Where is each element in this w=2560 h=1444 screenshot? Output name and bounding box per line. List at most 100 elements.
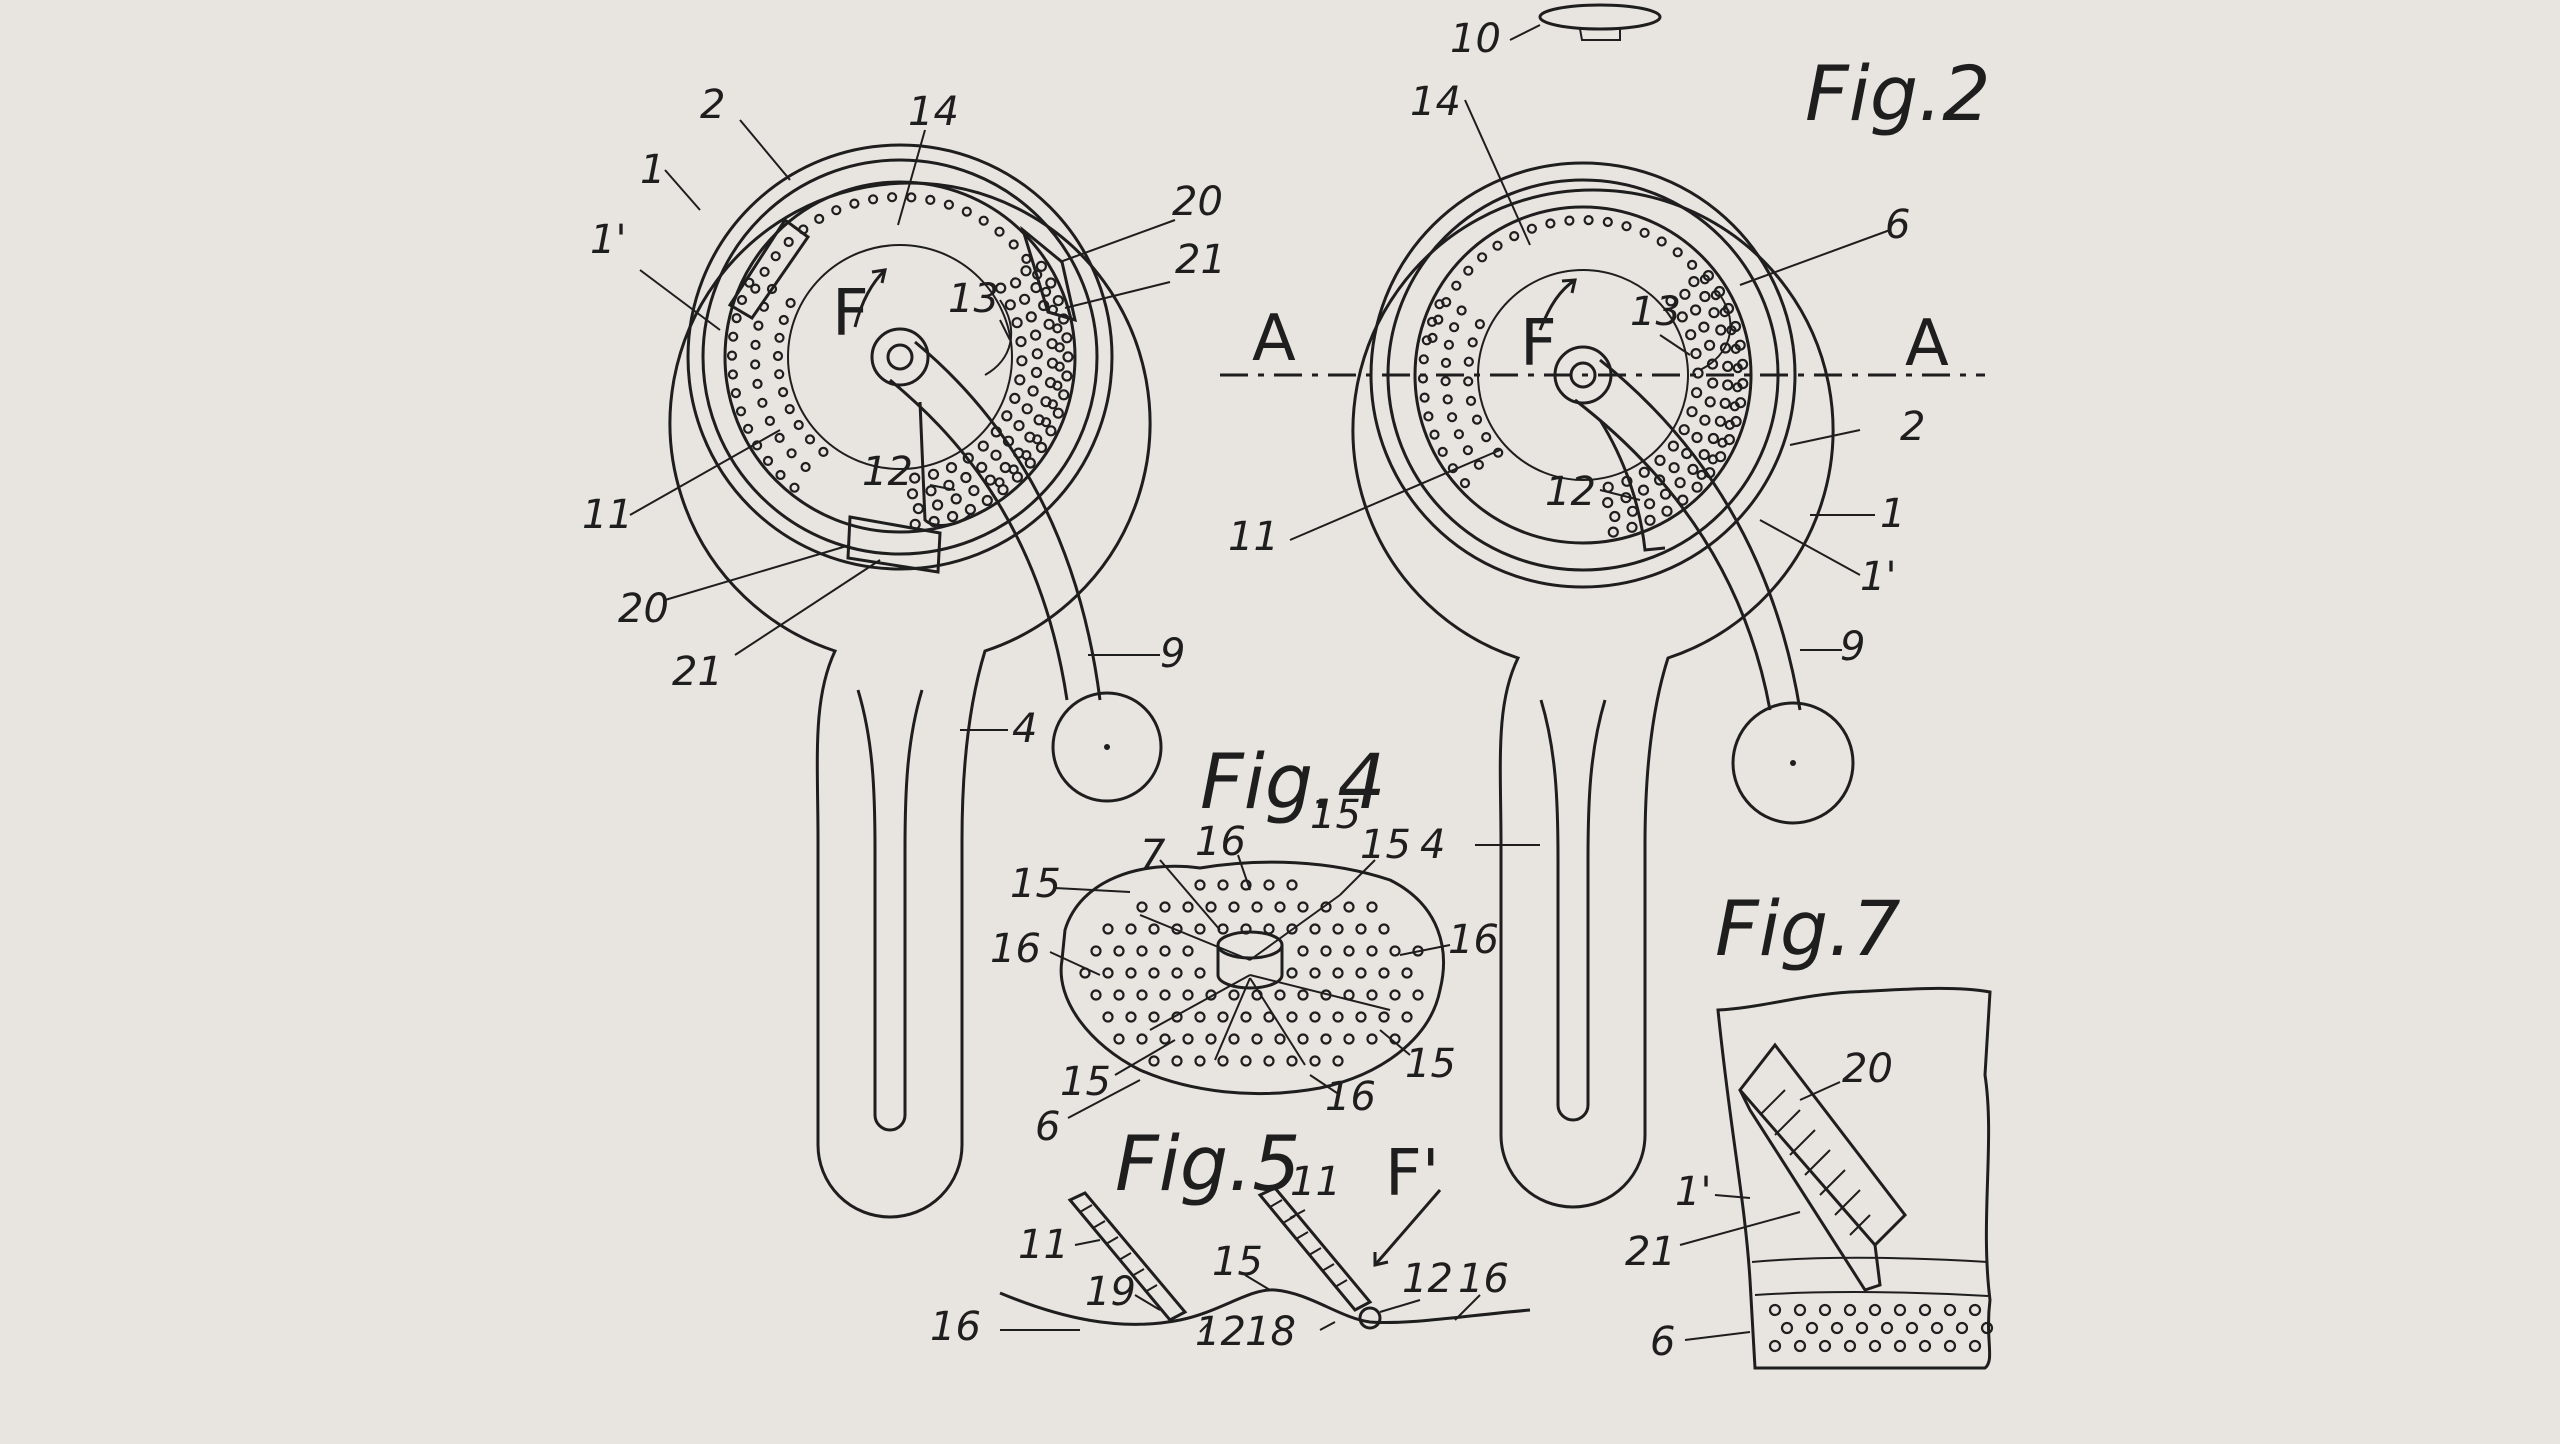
perforation-hole	[750, 359, 761, 370]
perforation-hole	[1030, 366, 1043, 379]
fig2-crank-arm	[1574, 358, 1802, 711]
perforation-hole	[1685, 329, 1697, 341]
fig5-blade-left	[1067, 1191, 1188, 1322]
fig1-label: 1	[640, 147, 665, 193]
perforation-hole	[1148, 923, 1160, 935]
perforation-hole	[1698, 321, 1710, 333]
perforation-hole	[1905, 1321, 1919, 1335]
fig5-label: 15	[1212, 1239, 1263, 1285]
fig1-crank-knob-dot	[1104, 744, 1110, 750]
perforation-hole	[1426, 316, 1438, 327]
perforation-hole	[1434, 299, 1445, 310]
perforation-hole	[1868, 1339, 1882, 1353]
perforation-hole	[1715, 324, 1727, 336]
fig1-crank-arm	[889, 340, 1102, 701]
perforation-hole	[1722, 379, 1734, 391]
perforation-hole	[950, 493, 962, 505]
perforation-hole	[978, 215, 989, 226]
perforation-hole	[1893, 1303, 1907, 1317]
perforation-hole	[1453, 429, 1465, 440]
perforation-hole	[1343, 945, 1355, 957]
perforation-hole	[1228, 989, 1240, 1001]
perforation-hole	[1102, 1011, 1114, 1023]
perforation-hole	[1868, 1303, 1882, 1317]
perforation-hole	[1355, 923, 1367, 935]
fig5-label: 18	[1245, 1309, 1296, 1355]
fig1-label: 21	[1175, 237, 1226, 283]
perforation-hole	[1205, 901, 1217, 913]
perforation-hole	[1602, 497, 1614, 509]
perforation-hole	[1025, 311, 1037, 323]
perforation-hole	[1052, 295, 1064, 307]
fig1-crank-knob	[1051, 691, 1163, 803]
perforation-hole	[1736, 358, 1749, 370]
perforation-hole	[1708, 307, 1720, 319]
perforation-hole	[831, 205, 842, 216]
fig2-label: 1'	[1860, 554, 1896, 600]
fig2-label: 12	[1545, 469, 1596, 515]
perforation-hole	[1419, 392, 1430, 403]
perforation-hole	[1818, 1303, 1832, 1317]
fig5-leaders	[1000, 1209, 1481, 1333]
perforation-hole	[1125, 1011, 1137, 1023]
fig5-label: 19	[1085, 1269, 1136, 1315]
fig2-part-10	[1538, 3, 1662, 31]
perforation-hole	[1661, 505, 1673, 517]
perforation-hole	[1024, 431, 1036, 443]
perforation-hole	[1044, 377, 1057, 389]
perforation-hole	[1366, 1033, 1378, 1045]
perforation-hole	[1706, 358, 1719, 370]
perforation-hole	[1009, 392, 1021, 404]
perforation-hole	[931, 499, 944, 511]
perforation-hole	[1366, 989, 1378, 1001]
perforation-hole	[1462, 445, 1474, 456]
perforation-hole	[1240, 1055, 1252, 1067]
perforation-hole	[1102, 967, 1114, 979]
fig2-arc-13	[1699, 294, 1732, 371]
fig1-label: 11	[582, 492, 633, 538]
perforation-hole	[1689, 304, 1702, 316]
perforation-hole	[1714, 415, 1727, 427]
fig4-label: 16	[990, 926, 1041, 972]
fig4-hub-body	[1216, 945, 1284, 990]
fig2-label: 9	[1840, 624, 1865, 670]
perforation-hole	[1024, 457, 1036, 469]
perforation-hole	[750, 339, 761, 350]
perforation-hole	[750, 283, 761, 294]
perforation-hole	[1737, 378, 1749, 390]
perforation-hole	[1830, 1321, 1844, 1335]
perforation-hole	[1090, 989, 1102, 1001]
perforation-hole	[757, 397, 768, 408]
perforation-hole	[1389, 989, 1401, 1001]
perforation-hole	[1463, 265, 1474, 276]
perforation-hole	[1707, 432, 1720, 445]
perforation-hole	[1691, 431, 1703, 444]
fig2-arrow-f-head	[1561, 278, 1577, 294]
perforation-hole	[1343, 901, 1355, 913]
fig2-label: 13	[1630, 289, 1681, 335]
perforation-hole	[1286, 1011, 1298, 1023]
perforation-hole	[774, 332, 785, 343]
perforation-hole	[1545, 218, 1556, 229]
fig5-label: 11	[1290, 1159, 1341, 1205]
perforation-hole	[793, 419, 804, 431]
perforation-hole	[1659, 488, 1672, 500]
fig1-label: 20	[1172, 179, 1223, 225]
perforation-hole	[778, 314, 789, 326]
perforation-hole	[1113, 945, 1125, 957]
fig5-title: Fig.5	[1115, 1119, 1301, 1208]
perforation-hole	[1602, 216, 1613, 228]
fig1-label: 1'	[590, 217, 626, 263]
perforation-hole	[1687, 463, 1699, 475]
perforation-hole	[912, 503, 925, 515]
perforation-hole	[1707, 377, 1719, 389]
fig1-clip-top-left	[727, 217, 811, 321]
perforation-hole	[785, 297, 796, 309]
perforation-hole	[1918, 1339, 1932, 1353]
perforation-hole	[1011, 471, 1024, 483]
perforation-hole	[943, 479, 955, 491]
perforation-hole	[1332, 1011, 1344, 1023]
fig1-arc-13	[984, 299, 1013, 376]
perforation-hole	[1366, 901, 1378, 913]
perforation-hole	[1378, 1011, 1390, 1023]
